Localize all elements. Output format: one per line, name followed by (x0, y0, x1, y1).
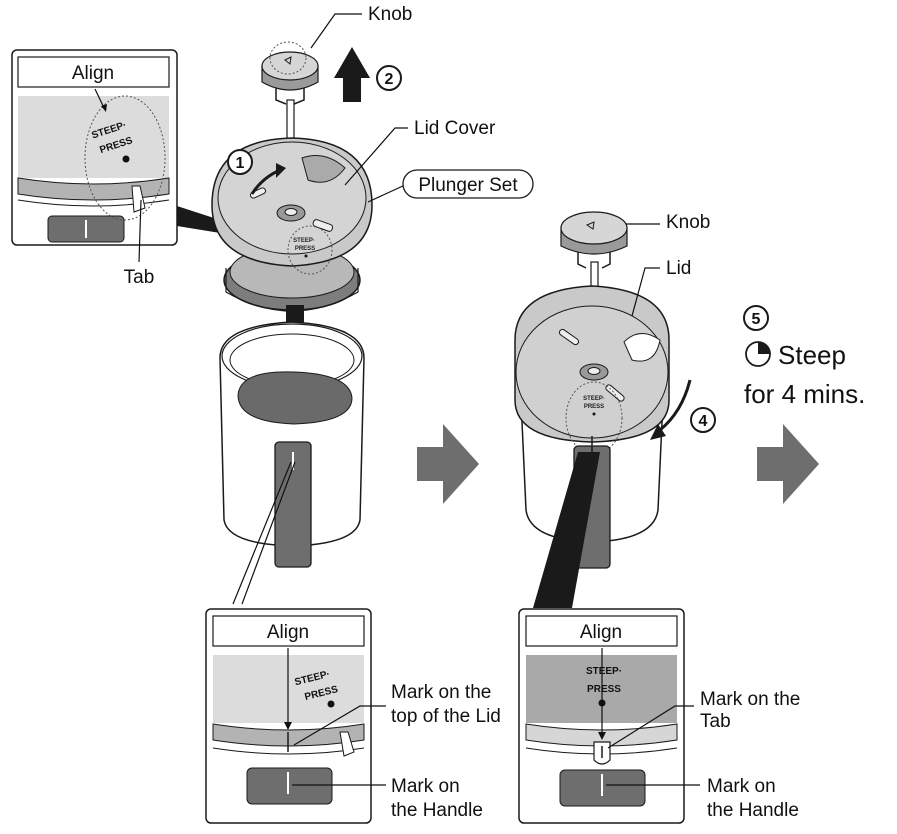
mark-tab-label-2: Tab (700, 711, 731, 732)
mark-handle-right-label-1: Mark on (707, 776, 776, 797)
mark-tab-label-1: Mark on the (700, 689, 800, 710)
align-label-bottom-right: Align (580, 622, 622, 643)
step-4-badge (690, 407, 716, 433)
svg-text:PRESS: PRESS (584, 404, 604, 410)
steep-label: Steep (778, 340, 846, 370)
triangle-icon (284, 56, 292, 65)
tab-shape (131, 185, 146, 213)
tab-label: Tab (124, 267, 155, 288)
dashed-highlight (84, 95, 166, 221)
mark-top-lid-label-1: Mark on the (391, 682, 491, 703)
coffee (237, 371, 353, 425)
svg-text:5: 5 (752, 311, 761, 328)
rotate-arrow-4 (650, 424, 666, 440)
mark-handle-left-label-1: Mark on (391, 776, 460, 797)
align-label-top: Align (72, 63, 114, 84)
cup-right-assembled: STEEP· PRESS (514, 211, 670, 569)
step-5-badge (743, 305, 769, 331)
plunger-set-label: Plunger Set (418, 175, 518, 196)
mark-handle-left-label-2: the Handle (391, 800, 483, 821)
plunger-set-assembly: STEEP· PRESS (211, 41, 373, 312)
rotate-arrow (276, 163, 286, 178)
inset-top-left: Align STEEP· PRESS (11, 49, 178, 246)
cup-left (219, 321, 365, 568)
triangle-icon (585, 221, 595, 230)
svg-text:PRESS: PRESS (295, 246, 315, 252)
align-label-box (17, 56, 170, 88)
inset-bottom-left: Align STEEP· PRESS (205, 608, 372, 824)
align-label-bottom-left: Align (267, 622, 309, 643)
svg-text:1: 1 (236, 155, 245, 172)
timer-icon (745, 341, 771, 367)
svg-text:4: 4 (699, 413, 708, 430)
cup-handle-left (274, 441, 312, 568)
mark-top-lid-label-2: top of the Lid (391, 706, 501, 727)
steep-marking-small: STEEP· (293, 238, 315, 244)
up-arrow (334, 47, 370, 102)
callout-wedge-right (533, 452, 600, 608)
inset-bottom-right: Align STEEP· PRESS (518, 608, 685, 824)
lid-label: Lid (666, 258, 691, 279)
steep-time-label: for 4 mins. (744, 379, 865, 409)
svg-text:PRESS: PRESS (587, 684, 621, 695)
lid-cover-label: Lid Cover (414, 118, 496, 139)
knob-label-top: Knob (368, 4, 412, 25)
next-arrow-1 (417, 424, 479, 504)
step-1-badge (227, 149, 253, 175)
svg-text:2: 2 (385, 71, 394, 88)
next-arrow-2 (757, 424, 819, 504)
mark-handle-right-label-2: the Handle (707, 800, 799, 821)
step-2-badge (376, 65, 402, 91)
knob-top (261, 41, 319, 105)
plunger-set-pill (402, 169, 534, 199)
svg-text:STEEP·: STEEP· (583, 396, 605, 402)
knob-label-right: Knob (666, 212, 710, 233)
knob-right (560, 211, 628, 245)
svg-text:STEEP·: STEEP· (586, 666, 622, 677)
